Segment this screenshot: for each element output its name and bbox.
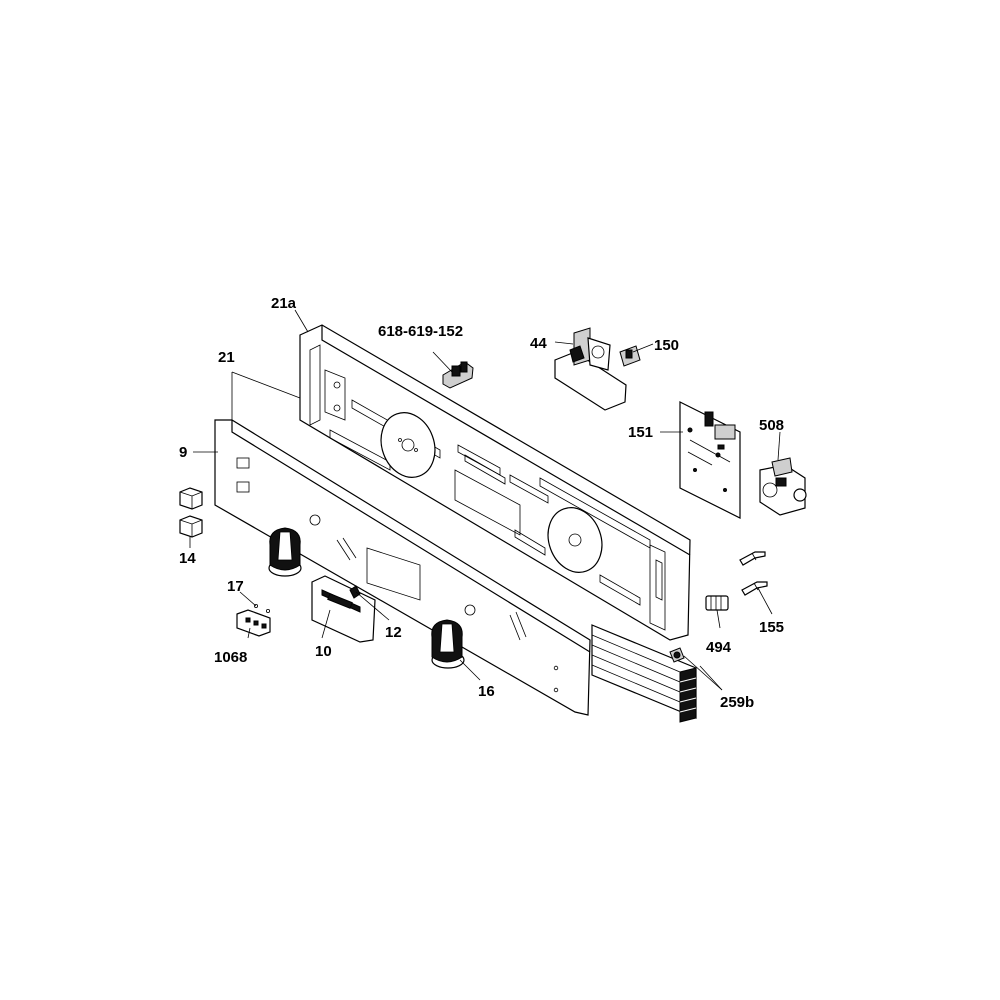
control-knob-16[interactable] [431, 619, 465, 669]
panel-strips [591, 624, 697, 723]
bracket-1068 [236, 609, 271, 637]
label-21a: 21a [271, 295, 297, 312]
clip-12 [349, 585, 361, 599]
selector-switch-508 [759, 457, 807, 516]
rear-panel-21a [299, 324, 691, 641]
label-16: 16 [478, 683, 495, 700]
label-1068: 1068 [214, 649, 247, 666]
label-259b: 259b [720, 694, 754, 711]
connector-150 [619, 345, 641, 367]
circuit-board-151 [679, 401, 741, 519]
label-21: 21 [218, 349, 235, 366]
label-12: 12 [385, 624, 402, 641]
label-14: 14 [179, 550, 196, 567]
label-508: 508 [759, 417, 784, 434]
bracket-44 [554, 327, 627, 411]
clip-259b [669, 647, 685, 663]
label-151: 151 [628, 424, 653, 441]
lamp-holder-155-bottom [741, 581, 768, 596]
label-9: 9 [179, 444, 187, 461]
label-44: 44 [530, 335, 547, 352]
cube-14-top [179, 487, 203, 510]
right-motor-disc [547, 507, 603, 573]
label-494: 494 [706, 639, 732, 656]
label-10: 10 [315, 643, 332, 660]
part-618-619-152 [442, 361, 474, 389]
spring-494 [705, 595, 729, 611]
label-150: 150 [654, 337, 679, 354]
control-knob-top[interactable] [268, 527, 302, 577]
screws-17 [253, 604, 270, 614]
label-618-619-152: 618-619-152 [378, 323, 463, 340]
leader-lines [189, 309, 781, 691]
cube-14-bottom [179, 515, 203, 538]
left-motor-disc [380, 412, 436, 478]
label-17: 17 [227, 578, 244, 595]
label-155: 155 [759, 619, 784, 636]
lamp-holder-155-top [739, 551, 766, 566]
